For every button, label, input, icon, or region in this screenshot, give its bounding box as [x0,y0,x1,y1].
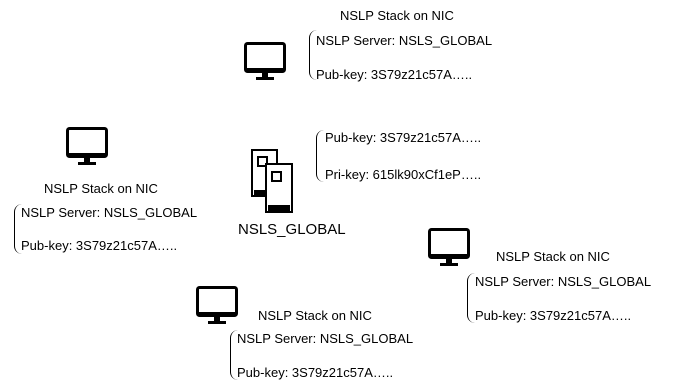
monitor-icon [428,228,470,266]
client-brace [230,330,239,380]
client-server-line: NSLP Server: NSLS_GLOBAL [237,331,414,346]
server-pri-key: Pri-key: 615lk90xCf1eP….. [325,167,482,182]
client-server-line: NSLP Server: NSLS_GLOBAL [21,205,198,220]
client-brace [309,30,318,80]
client-title: NSLP Stack on NIC [496,249,610,264]
client-brace [14,204,23,254]
server-brace [316,130,325,182]
client-brace [467,273,476,323]
client-pub-key: Pub-key: 3S79z21c57A….. [237,365,394,380]
client-title: NSLP Stack on NIC [340,8,454,23]
monitor-icon [196,286,238,324]
server-icon [251,149,293,213]
client-pub-key: Pub-key: 3S79z21c57A….. [316,67,473,82]
client-pub-key: Pub-key: 3S79z21c57A….. [475,308,632,323]
client-title: NSLP Stack on NIC [258,308,372,323]
client-server-line: NSLP Server: NSLS_GLOBAL [316,33,493,48]
monitor-icon [244,42,286,80]
server-pub-key: Pub-key: 3S79z21c57A….. [325,130,482,145]
client-title: NSLP Stack on NIC [44,181,158,196]
client-pub-key: Pub-key: 3S79z21c57A….. [21,238,178,253]
server-name: NSLS_GLOBAL [238,221,346,238]
monitor-icon [66,127,108,165]
client-server-line: NSLP Server: NSLS_GLOBAL [475,274,652,289]
